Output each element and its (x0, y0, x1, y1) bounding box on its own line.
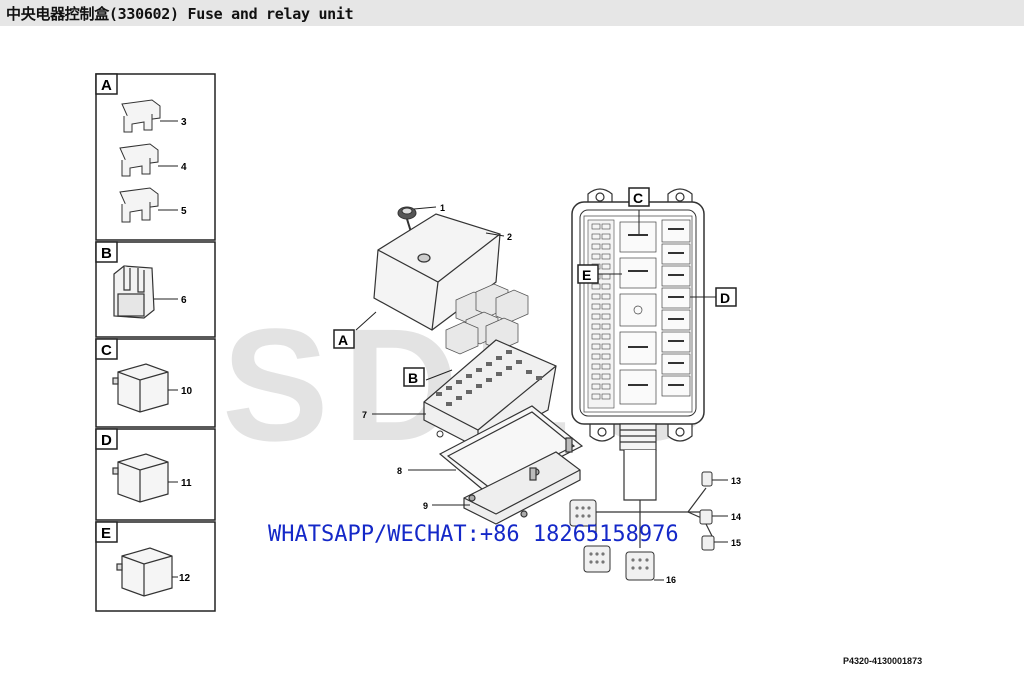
callout-number: 16 (666, 575, 676, 585)
callout-number: 5 (181, 206, 187, 217)
contact-watermark: WHATSAPP/WECHAT:+86 18265158976 (268, 522, 679, 547)
detail-panel-a: A 3 4 5 (95, 73, 216, 241)
title-bar: 中央电器控制盒(330602) Fuse and relay unit (0, 0, 1024, 26)
cable-icon (592, 450, 713, 548)
connector-pins-icon (575, 506, 649, 570)
panel-letter: E (101, 525, 111, 542)
callout-number: 11 (181, 478, 192, 489)
callout-number: 9 (423, 501, 428, 511)
page-title: 中央电器控制盒(330602) Fuse and relay unit (6, 5, 354, 23)
panel-letter: A (101, 77, 112, 94)
callout-number: 8 (397, 466, 402, 476)
mounting-hole-icon (436, 430, 444, 438)
relay-slot-icon (619, 221, 657, 405)
gasket-icon (438, 405, 584, 495)
wire-harness: 13 14 15 16 (569, 450, 741, 585)
fuse-icon (119, 143, 159, 177)
relay-slot-icon (661, 219, 691, 397)
detail-panel-b: B 6 (95, 241, 216, 338)
fuse-box-front-view: C D E (571, 187, 737, 451)
fuse-icon (119, 187, 159, 223)
detail-panel-e: E 12 (95, 521, 216, 612)
detail-panel-c: C 10 (95, 338, 216, 428)
slot-marking-icon (628, 228, 684, 386)
relay-puller-icon (113, 265, 155, 319)
relay-icon (116, 547, 173, 597)
callout-number: 14 (731, 512, 741, 522)
view-label: A (338, 332, 348, 348)
panel-letter: B (101, 245, 112, 262)
callout-number: 4 (181, 162, 187, 173)
mounting-ear-icon (587, 188, 693, 442)
cable-outlet-icon (619, 423, 657, 451)
fuse-box-assembly: 1 2 A (333, 203, 584, 525)
callout-number: 7 (362, 410, 367, 420)
relay-icon (112, 453, 169, 503)
bottom-plate-icon (463, 437, 581, 525)
relay-stack-icon (445, 283, 529, 355)
view-label: C (633, 190, 643, 206)
callout-number: 13 (731, 476, 741, 486)
callout-number: 15 (731, 538, 741, 548)
callout-number: 10 (181, 386, 193, 397)
fuse-slots-icon (436, 350, 542, 406)
callout-number: 6 (181, 295, 187, 306)
callout-number: 1 (440, 203, 445, 213)
callout-number: 3 (181, 117, 187, 128)
fuse-column-icon (587, 219, 615, 409)
detail-panel-d: D 11 (95, 428, 216, 521)
view-label: B (408, 370, 418, 386)
relay-icon (112, 363, 169, 413)
panel-letter: C (101, 342, 112, 359)
fuse-icon (121, 99, 161, 133)
view-label: D (720, 290, 730, 306)
view-label: E (582, 267, 591, 283)
callout-number: 12 (179, 573, 191, 584)
callout-number: 2 (507, 232, 512, 242)
part-number: P4320-4130001873 (843, 656, 923, 666)
knob-icon (397, 206, 417, 233)
panel-letter: D (101, 432, 112, 449)
